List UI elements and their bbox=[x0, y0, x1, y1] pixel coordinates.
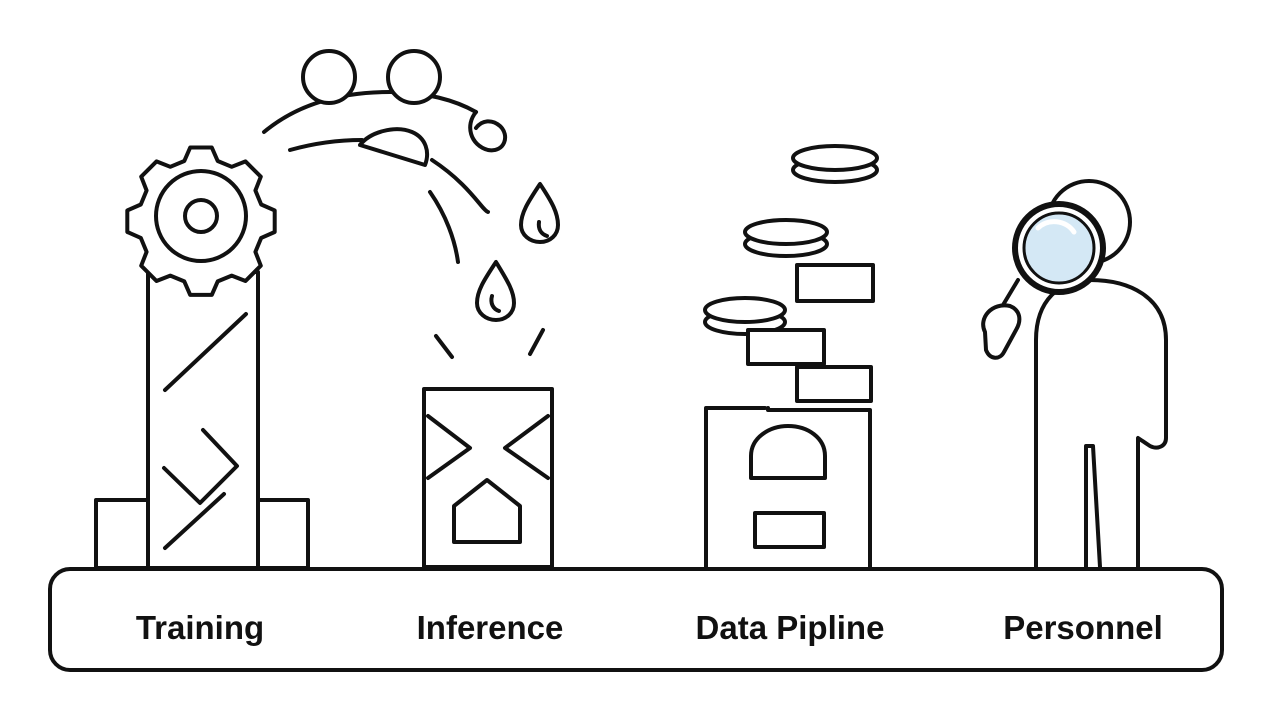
tower-diamond bbox=[162, 428, 239, 505]
inference-house bbox=[452, 478, 522, 544]
block-1 bbox=[795, 263, 875, 303]
arc-outer bbox=[262, 90, 478, 134]
tower-right-edge bbox=[766, 406, 872, 569]
splash-left bbox=[434, 334, 454, 359]
magnifying-glass-icon bbox=[981, 201, 1106, 360]
tower-arch bbox=[749, 424, 827, 480]
tower-left-edge bbox=[704, 406, 767, 569]
arc-dash-2 bbox=[428, 190, 460, 264]
flow-arc bbox=[262, 49, 508, 264]
top-circle-right bbox=[386, 49, 442, 105]
water-drop-icon bbox=[434, 182, 560, 359]
tower-diagonal-1 bbox=[163, 312, 248, 392]
block-3 bbox=[795, 365, 873, 403]
magnifier-lens bbox=[1022, 211, 1096, 285]
coin-1-top bbox=[791, 144, 879, 172]
half-disc bbox=[358, 127, 430, 167]
coin-2-top bbox=[743, 218, 829, 246]
gear-icon bbox=[125, 145, 277, 297]
block-2 bbox=[746, 328, 826, 366]
label-data-pipeline: Data Pipline bbox=[695, 609, 885, 646]
splash-right bbox=[528, 328, 545, 356]
person-legs bbox=[1084, 444, 1102, 569]
drop-lower-shine bbox=[489, 294, 501, 313]
inference-box bbox=[422, 387, 554, 569]
coin-stack-icon bbox=[703, 144, 879, 336]
gear-inner-ring bbox=[154, 169, 248, 263]
drop-upper-shine bbox=[536, 220, 549, 238]
drop-upper bbox=[519, 182, 560, 244]
drop-lower bbox=[475, 260, 516, 322]
tower-right-block bbox=[256, 498, 310, 570]
lens-glare bbox=[1035, 219, 1077, 235]
data-pipeline-blocks bbox=[704, 263, 875, 569]
tower-left-block bbox=[94, 498, 150, 570]
coin-3-top bbox=[703, 296, 787, 324]
training-tower bbox=[94, 270, 310, 570]
label-personnel: Personnel bbox=[1003, 609, 1163, 646]
tower-diagonal-2 bbox=[163, 492, 226, 550]
label-training: Training bbox=[135, 609, 265, 646]
arc-loop bbox=[468, 110, 508, 153]
gear-outline bbox=[125, 145, 277, 297]
base-bar bbox=[48, 567, 1224, 672]
hand bbox=[981, 303, 1022, 360]
person-body bbox=[1034, 278, 1168, 569]
arc-inner-left bbox=[288, 138, 364, 152]
inference-left-chevron bbox=[426, 414, 472, 480]
top-circle-left bbox=[301, 49, 357, 105]
tower-slot bbox=[753, 511, 826, 549]
gear-hub bbox=[183, 198, 219, 234]
inference-right-chevron bbox=[503, 414, 550, 480]
label-inference: Inference bbox=[416, 609, 564, 646]
arc-dash-1 bbox=[430, 158, 490, 214]
